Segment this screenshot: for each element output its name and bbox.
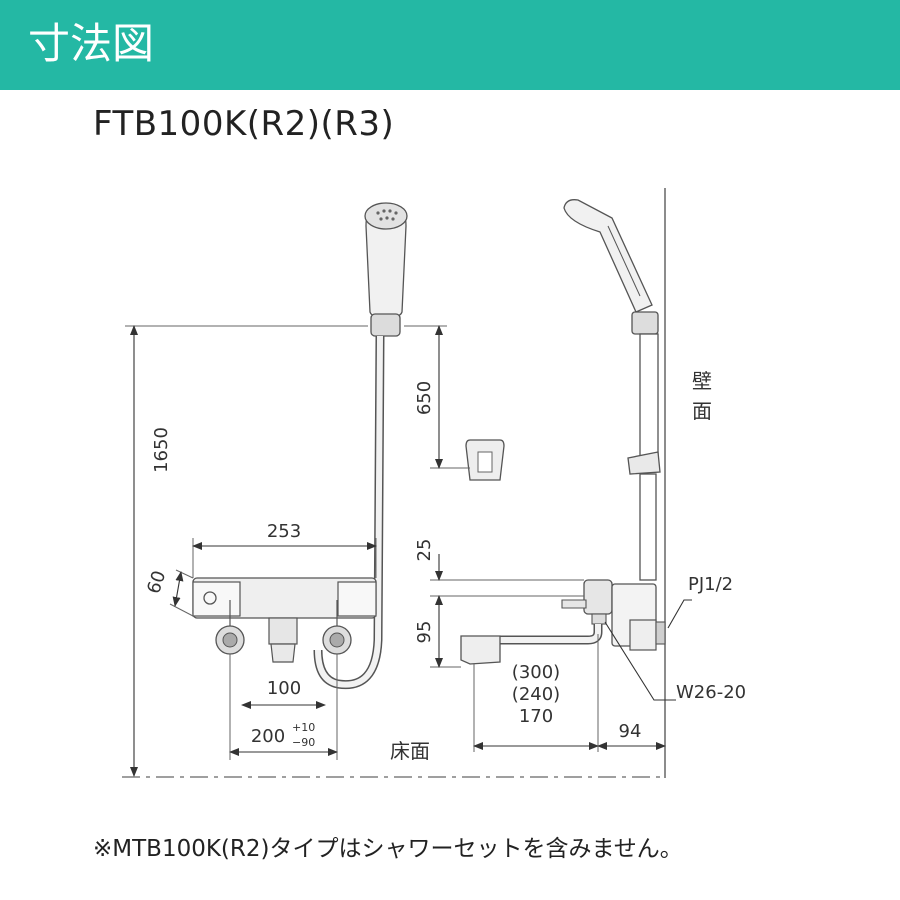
label-94: 94 <box>619 721 642 742</box>
label-1650: 1650 <box>151 427 172 473</box>
callout-pj <box>667 599 692 629</box>
front-shower-hose <box>313 335 385 690</box>
side-spout <box>460 624 603 665</box>
label-200: 200 <box>251 726 285 747</box>
page-title: 寸法図 <box>28 19 155 68</box>
label-60: 60 <box>143 568 170 596</box>
label-w: W26-20 <box>676 682 746 703</box>
dim-95 <box>430 595 584 668</box>
dim-25 <box>430 554 584 581</box>
side-shower-set <box>563 199 661 581</box>
label-200-tol-minus: −90 <box>292 736 315 749</box>
label-200-tol-plus: +10 <box>292 721 315 734</box>
dim-1650 <box>125 325 368 777</box>
footnote: ※MTB100K(R2)タイプはシャワーセットを含みません。 <box>93 836 683 862</box>
dim-100 <box>229 654 338 760</box>
side-faucet-body <box>561 579 666 651</box>
label-300: (300) <box>512 662 560 683</box>
callout-w <box>604 621 676 701</box>
wall-hook <box>465 439 505 481</box>
dim-253 <box>192 538 377 578</box>
label-25: 25 <box>414 539 435 562</box>
floor-label: 床面 <box>390 739 430 763</box>
label-170: 170 <box>519 706 553 727</box>
label-95: 95 <box>414 621 435 644</box>
label-240: (240) <box>512 684 560 705</box>
label-pj: PJ1/2 <box>688 574 733 595</box>
dim-reach <box>473 634 666 752</box>
label-100: 100 <box>267 678 301 699</box>
front-faucet-body <box>192 577 377 663</box>
header-bar: 寸法図 <box>0 0 900 90</box>
label-253: 253 <box>267 521 301 542</box>
dim-60 <box>169 569 194 617</box>
model-number: FTB100K(R2)(R3) <box>93 104 395 144</box>
wall-label-2: 面 <box>692 399 712 423</box>
dim-650 <box>404 325 470 469</box>
front-shower-head <box>364 202 408 337</box>
wall-label-1: 壁 <box>692 369 712 393</box>
label-650: 650 <box>414 381 435 415</box>
